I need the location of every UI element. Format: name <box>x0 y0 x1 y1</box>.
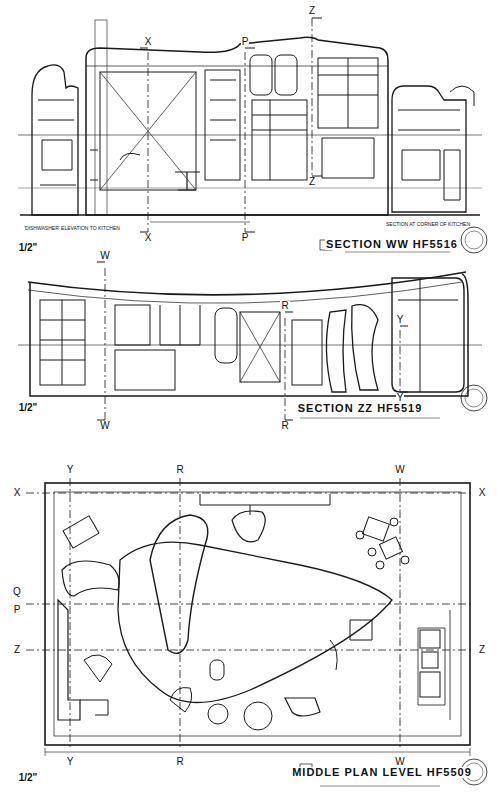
section-ww <box>18 18 487 253</box>
scale-mark: 1/2" <box>18 243 39 253</box>
section-mark: W <box>394 757 405 767</box>
section-mark: Z <box>308 6 316 16</box>
section-mark: R <box>175 465 184 475</box>
section-mark: W <box>99 421 110 431</box>
section-mark: X <box>478 488 487 498</box>
elevation-note: 'DISHWASHER' ELEVATION TO KITCHEN <box>23 226 121 231</box>
drawing-title: SECTION ZZ HF5519 <box>297 403 424 414</box>
section-mark: Y <box>66 757 75 767</box>
section-mark: P <box>241 233 250 243</box>
section-mark: Y <box>66 465 75 475</box>
section-mark: X <box>144 233 153 243</box>
section-mark: R <box>280 421 289 431</box>
section-mark: X <box>13 488 22 498</box>
section-mark: R <box>280 301 289 311</box>
drawing-title: MIDDLE PLAN LEVEL HF5509 <box>291 767 473 778</box>
section-mark: Q <box>12 587 22 597</box>
section-mark: W <box>99 251 110 261</box>
section-mark: Z <box>478 645 486 655</box>
section-mark: Y <box>396 393 405 403</box>
section-mark: Y <box>396 315 405 325</box>
section-mark: Z <box>308 177 316 187</box>
section-zz <box>18 262 487 420</box>
scale-mark: 1/2" <box>18 773 39 783</box>
section-mark: P <box>13 605 22 615</box>
scale-mark: 1/2" <box>18 403 39 413</box>
section-note: SECTION AT CORNER OF KITCHEN <box>385 222 471 227</box>
section-mark: W <box>394 465 405 475</box>
section-mark: R <box>175 757 184 767</box>
drawing-title: SECTION WW HF5516 <box>325 239 459 250</box>
section-mark: P <box>241 37 250 47</box>
section-mark: Z <box>13 645 21 655</box>
section-mark: X <box>144 37 153 47</box>
middle-plan <box>26 478 487 786</box>
